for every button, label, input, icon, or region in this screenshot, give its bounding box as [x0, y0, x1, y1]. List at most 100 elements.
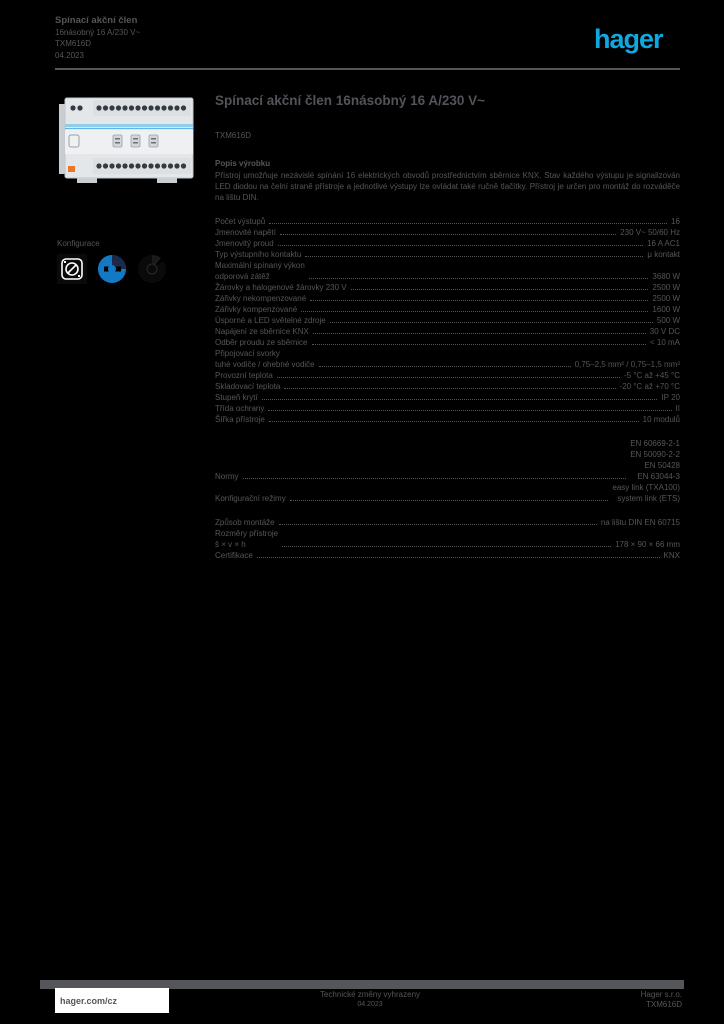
- spec-value: 178 × 90 × 66 mm: [615, 540, 680, 549]
- dotted-leader: [268, 410, 672, 411]
- dotted-leader: [312, 333, 646, 334]
- spec-row: Šířka přístroje 10 modulů: [215, 414, 680, 425]
- header-product-spec: 16násobný 16 A/230 V~: [55, 27, 141, 37]
- header-product-date: 04.2023: [55, 50, 84, 60]
- hager-logo: hager: [594, 24, 664, 54]
- spec-value: 0,75–2,5 mm² / 0,75–1,5 mm²: [574, 360, 680, 369]
- spec-label: Odběr proudu ze sběrnice: [215, 338, 308, 347]
- dotted-leader: [350, 289, 649, 290]
- spec-value: 30 V DC: [649, 327, 680, 336]
- spec-value: 2500 W: [652, 283, 680, 292]
- spec-value: 2500 W: [652, 294, 680, 303]
- spec-label: Zářivky nekompenzované: [215, 294, 307, 303]
- dotted-leader: [305, 256, 644, 257]
- header-product-block: Spínací akční člen 16násobný 16 A/230 V~…: [55, 15, 140, 61]
- dotted-leader: [308, 278, 649, 279]
- dotted-leader: [279, 234, 617, 235]
- spec-row: Jmenovité napětí 230 V~ 50/60 Hz: [215, 227, 680, 238]
- spec-label: Počet výstupů: [215, 217, 266, 226]
- spec-value: 16 A AC1: [647, 239, 680, 248]
- quicklink-config-icon: [57, 254, 87, 284]
- spec-label: Typ výstupního kontaktu: [215, 250, 302, 259]
- footer-company: Hager s.r.o.: [640, 990, 682, 999]
- footer-right-text: Hager s.r.o. TXM616D: [600, 990, 682, 1010]
- spec-label: Napájení ze sběrnice KNX: [215, 327, 309, 336]
- config-section-label: Konfigurace: [57, 239, 100, 248]
- spec-row: Skladovací teplota-20 °C až +70 °C: [215, 381, 680, 392]
- spec-row: Zářivky kompenzované 1600 W: [215, 304, 680, 315]
- footer-ref: TXM616D: [645, 1000, 682, 1009]
- dotted-leader: [278, 524, 597, 525]
- dotted-leader: [329, 322, 653, 323]
- spec-value: μ kontakt: [647, 250, 680, 259]
- spec-value: KNX: [663, 551, 680, 560]
- spec-row: Počet výstupů 16: [215, 216, 680, 227]
- dotted-leader: [318, 366, 571, 367]
- spec-value: 1600 W: [652, 305, 680, 314]
- spec-label: Provozní teplota: [215, 371, 273, 380]
- spec-label: Zářivky kompenzované: [215, 305, 298, 314]
- footer-disclaimer: Technické změny vyhrazeny: [319, 990, 421, 999]
- spec-label: Konfigurační režimy: [215, 494, 286, 503]
- config-icons-row: [57, 253, 167, 285]
- dotted-leader: [261, 399, 658, 400]
- spec-label: Způsob montáže: [215, 518, 275, 527]
- header-product-ref: TXM616D: [55, 39, 92, 48]
- intro-paragraph: Přístroj umožňuje nezávislé spínání 16 e…: [215, 171, 680, 202]
- website-box[interactable]: hager.com/cz: [55, 988, 169, 1013]
- spec-label: Šířka přístroje: [215, 415, 265, 424]
- spec-value: 10 modulů: [642, 415, 680, 424]
- spec-row: Provozní teplota-5 °C až +45 °C: [215, 370, 680, 381]
- spec-value: 16: [671, 217, 680, 226]
- spec-value: 230 V~ 50/60 Hz: [620, 228, 680, 237]
- spec-row: Certifikace KNX: [215, 550, 680, 561]
- spec-label: Úsporné a LED světelné zdroje: [215, 316, 326, 325]
- dotted-leader: [311, 344, 646, 345]
- spec-row: Úsporné a LED světelné zdroje 500 W: [215, 315, 680, 326]
- intro-heading: Popis výrobku: [215, 159, 271, 168]
- main-content: Spínací akční člen 16násobný 16 A/230 V~…: [215, 88, 680, 561]
- dotted-leader: [242, 478, 627, 479]
- product-photo: [59, 97, 194, 183]
- spec-label: Stupeň krytí: [215, 393, 258, 402]
- page-title: Spínací akční člen 16násobný 16 A/230 V~: [215, 93, 486, 108]
- spec-value: 3680 W: [652, 272, 680, 281]
- footer-center-text: Technické změny vyhrazeny 04.2023: [300, 990, 440, 1010]
- dotted-leader: [301, 311, 649, 312]
- spec-value: IP 20: [661, 393, 680, 402]
- spec-row: Napájení ze sběrnice KNX 30 V DC: [215, 326, 680, 337]
- spec-value: < 10 mA: [649, 338, 680, 347]
- spec-label: Třída ochrany: [215, 404, 265, 413]
- dotted-leader: [276, 377, 621, 378]
- dotted-leader: [284, 388, 616, 389]
- spec-label: Certifikace: [215, 551, 253, 560]
- product-reference: TXM616D: [215, 131, 252, 140]
- ets-config-icon: [138, 254, 167, 283]
- website-link[interactable]: hager.com/cz: [60, 995, 118, 1006]
- spec-label: Jmenovitý proud: [215, 239, 274, 248]
- dotted-leader: [268, 421, 639, 422]
- header-divider: [55, 68, 680, 70]
- spec-label: Jmenovité napětí: [215, 228, 276, 237]
- spec-row: Jmenovitý proud 16 A AC1: [215, 238, 680, 249]
- footer-date: 04.2023: [357, 1001, 383, 1008]
- spec-value: 500 W: [656, 316, 680, 325]
- dotted-leader: [282, 546, 612, 547]
- spec-row: Zářivky nekompenzované 2500 W: [215, 293, 680, 304]
- spec-label: Normy: [215, 472, 239, 481]
- dotted-leader: [277, 245, 644, 246]
- spec-row: Stupeň krytí IP 20: [215, 392, 680, 403]
